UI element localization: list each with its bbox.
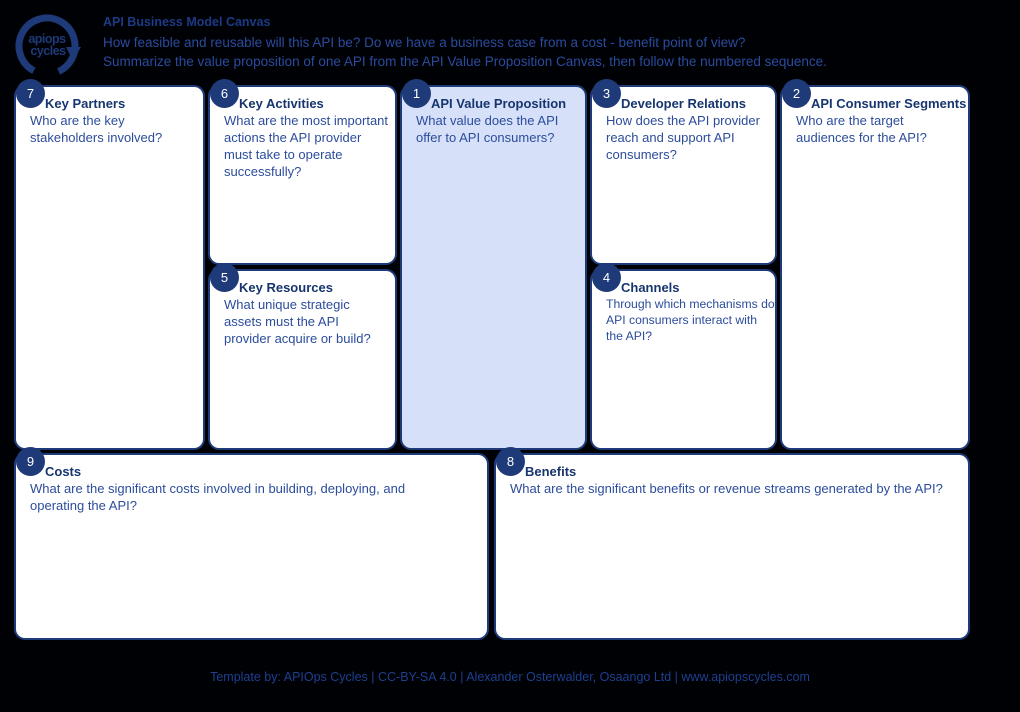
canvas-bottom-row: 9 Costs What are the significant costs i… bbox=[14, 447, 970, 640]
box-title: Key Partners bbox=[45, 96, 126, 111]
box-title: Benefits bbox=[525, 464, 577, 479]
box-desc: Through which mechanisms do API consumer… bbox=[606, 297, 775, 343]
box-desc: Who are the key stakeholders involved? bbox=[30, 113, 163, 145]
box-desc: How does the API provider reach and supp… bbox=[606, 113, 760, 162]
box-developer-relations: 3 Developer Relations How does the API p… bbox=[590, 79, 777, 265]
box-channels: 4 Channels Through which mechanisms do A… bbox=[590, 263, 777, 450]
box-desc: What are the most important actions the … bbox=[224, 113, 389, 179]
step-number-badge: 8 bbox=[496, 447, 525, 476]
box-key-partners: 7 Key Partners Who are the key stakehold… bbox=[14, 79, 205, 450]
box-title: Costs bbox=[45, 464, 82, 479]
header-subtitle-1: How feasible and reusable will this API … bbox=[103, 35, 746, 50]
canvas-grid: 7 Key Partners Who are the key stakehold… bbox=[14, 79, 970, 450]
svg-text:cycles: cycles bbox=[30, 44, 66, 58]
box-title: API Consumer Segments bbox=[811, 96, 967, 111]
step-number-badge: 2 bbox=[782, 79, 811, 108]
apiops-cycles-logo: apiops cycles bbox=[11, 9, 85, 83]
box-title: Developer Relations bbox=[621, 96, 746, 111]
page-title: API Business Model Canvas bbox=[103, 15, 271, 29]
box-desc: What are the significant costs involved … bbox=[30, 481, 406, 513]
box-costs: 9 Costs What are the significant costs i… bbox=[14, 447, 489, 640]
box-key-activities: 6 Key Activities What are the most impor… bbox=[208, 79, 397, 265]
header-subtitle-2: Summarize the value proposition of one A… bbox=[103, 54, 827, 69]
svg-text:apiops: apiops bbox=[28, 32, 66, 46]
box-key-resources: 5 Key Resources What unique strategic as… bbox=[208, 263, 397, 450]
box-title: Key Resources bbox=[239, 280, 333, 295]
step-number-badge: 4 bbox=[592, 263, 621, 292]
box-api-value-proposition: 1 API Value Proposition What value does … bbox=[400, 79, 587, 450]
box-title: Key Activities bbox=[239, 96, 324, 111]
box-desc: What value does the API offer to API con… bbox=[416, 113, 559, 145]
step-number-badge: 3 bbox=[592, 79, 621, 108]
box-desc: What unique strategic assets must the AP… bbox=[224, 297, 371, 346]
box-desc: Who are the target audiences for the API… bbox=[796, 113, 927, 145]
box-title: API Value Proposition bbox=[431, 96, 567, 111]
step-number-badge: 9 bbox=[16, 447, 45, 476]
step-number-badge: 5 bbox=[210, 263, 239, 292]
footer-credit: Template by: APIOps Cycles | CC-BY-SA 4.… bbox=[210, 670, 810, 684]
step-number-badge: 7 bbox=[16, 79, 45, 108]
page-header: API Business Model Canvas How feasible a… bbox=[103, 15, 827, 73]
step-number-badge: 6 bbox=[210, 79, 239, 108]
box-desc: What are the significant benefits or rev… bbox=[510, 481, 943, 496]
step-number-badge: 1 bbox=[402, 79, 431, 108]
circular-arrow-icon: apiops cycles bbox=[15, 14, 81, 78]
box-benefits: 8 Benefits What are the significant bene… bbox=[494, 447, 970, 640]
box-api-consumer-segments: 2 API Consumer Segments Who are the targ… bbox=[780, 79, 970, 450]
box-title: Channels bbox=[621, 280, 680, 295]
